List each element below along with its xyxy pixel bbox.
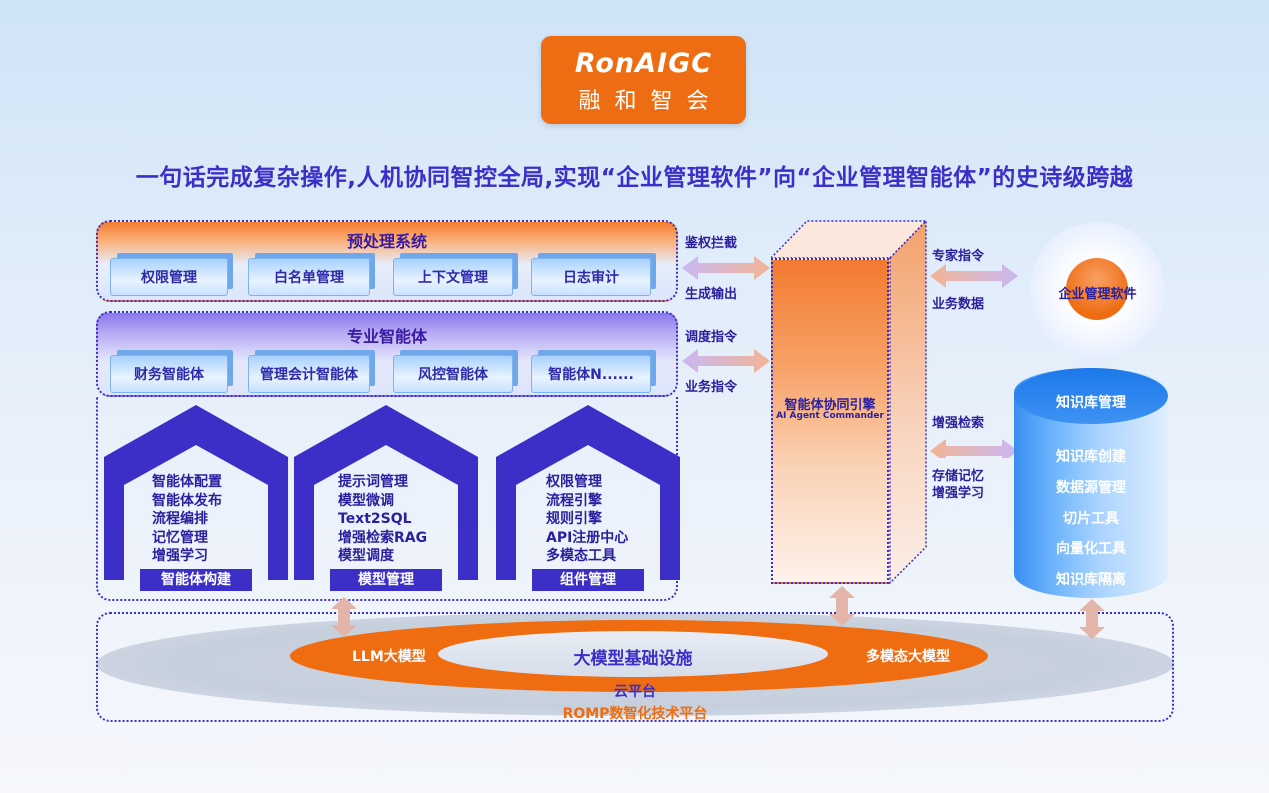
arrow-label: 增强学习 [932,486,985,501]
multimodal-label: 多模态大模型 [866,649,950,665]
arrow-label: 鉴权拦截 [685,236,738,251]
engine-subtitle: AI Agent Commander [776,411,884,421]
house-item: 增强检索RAG [338,529,428,546]
knowledge-cylinder-top [1014,368,1168,424]
arrow-label: 业务指令 [685,380,738,395]
arrow-label: 调度指令 [685,330,738,345]
knowledge-item: 向量化工具 [1056,541,1126,557]
house-item: 提示词管理 [338,474,408,490]
vertical-arrow [331,597,357,637]
arrow-label: 专家指令 [932,249,985,264]
infra-center-label: 大模型基础设施 [573,649,693,669]
house-label: 模型管理 [330,569,442,591]
knowledge-title: 知识库管理 [1056,395,1126,411]
logo: RonAIGC 融和智会 [541,36,746,124]
preprocess-panel: 预处理系统 权限管理 白名单管理 上下文管理 日志审计 [96,220,678,302]
infra-ring-inner [438,631,828,677]
preprocess-item: 日志审计 [531,258,651,296]
house-item: 权限管理 [546,474,602,490]
house-label: 智能体构建 [140,569,252,591]
double-arrows-right [930,264,1018,458]
software-orb-core [1066,258,1128,320]
platform-panel [96,612,1174,722]
specialist-item: 管理会计智能体 [248,355,370,393]
headline: 一句话完成复杂操作,人机协同智控全局,实现“企业管理软件”向“企业管理智能体”的… [135,165,1134,191]
specialist-panel: 专业智能体 财务智能体 管理会计智能体 风控智能体 智能体N...... [96,311,678,397]
house-item: 智能体配置 [152,474,222,490]
capability-panel: 智能体配置 智能体发布 流程编排 记忆管理 增强学习 智能体构建 提示词管理 模… [96,397,680,601]
arrow-shape [682,256,770,280]
knowledge-item: 知识库创建 [1056,449,1126,465]
cloud-label: 云平台 [614,684,656,700]
specialist-item: 财务智能体 [110,355,228,393]
arrow-shape [930,439,1018,458]
house-label: 组件管理 [532,569,644,591]
house-item: 规则引擎 [546,511,602,527]
knowledge-item: 知识库隔离 [1056,572,1126,588]
arrow-shape [930,264,1018,288]
knowledge-item: 数据源管理 [1056,480,1126,496]
specialist-title: 专业智能体 [346,327,427,346]
arrow-label: 业务数据 [932,297,985,312]
house-agent-build: 智能体配置 智能体发布 流程编排 记忆管理 增强学习 智能体构建 [104,405,288,591]
house-item: 多模态工具 [546,548,616,564]
house-item: 模型调度 [338,548,394,564]
engine-box [771,258,889,584]
house-item: 流程引擎 [546,492,602,509]
house-item: API注册中心 [546,529,629,546]
logo-cn: 融和智会 [578,89,723,114]
logo-en: RonAIGC [574,48,713,79]
preprocess-item: 权限管理 [110,258,228,296]
engine-side [889,220,927,584]
engine-title: 智能体协同引擎 [784,398,876,413]
house-item: 增强学习 [152,548,208,564]
vertical-arrow [829,586,855,626]
specialist-item: 智能体N...... [531,355,651,393]
arrow-label: 存储记忆 [932,469,985,484]
platform-label: ROMP数智化技术平台 [562,706,708,722]
llm-label: LLM大模型 [352,649,426,665]
specialist-item: 风控智能体 [393,355,513,393]
house-item: Text2SQL [338,511,412,527]
double-arrows-left [682,256,770,373]
software-label: 企业管理软件 [1058,287,1137,302]
house-component-mgmt: 权限管理 流程引擎 规则引擎 API注册中心 多模态工具 组件管理 [496,405,680,591]
arrow-label: 生成输出 [685,287,738,302]
vertical-arrow [1079,599,1105,639]
preprocess-item: 上下文管理 [393,258,513,296]
preprocess-item: 白名单管理 [248,258,370,296]
house-item: 模型微调 [338,492,394,509]
house-item: 智能体发布 [152,492,222,509]
preprocess-title: 预处理系统 [346,232,427,251]
house-item: 流程编排 [152,511,208,527]
house-model-mgmt: 提示词管理 模型微调 Text2SQL 增强检索RAG 模型调度 模型管理 [294,405,478,591]
arrow-label: 增强检索 [932,416,985,431]
knowledge-item: 切片工具 [1063,511,1119,527]
arrow-shape [682,349,770,373]
house-item: 记忆管理 [152,529,208,546]
